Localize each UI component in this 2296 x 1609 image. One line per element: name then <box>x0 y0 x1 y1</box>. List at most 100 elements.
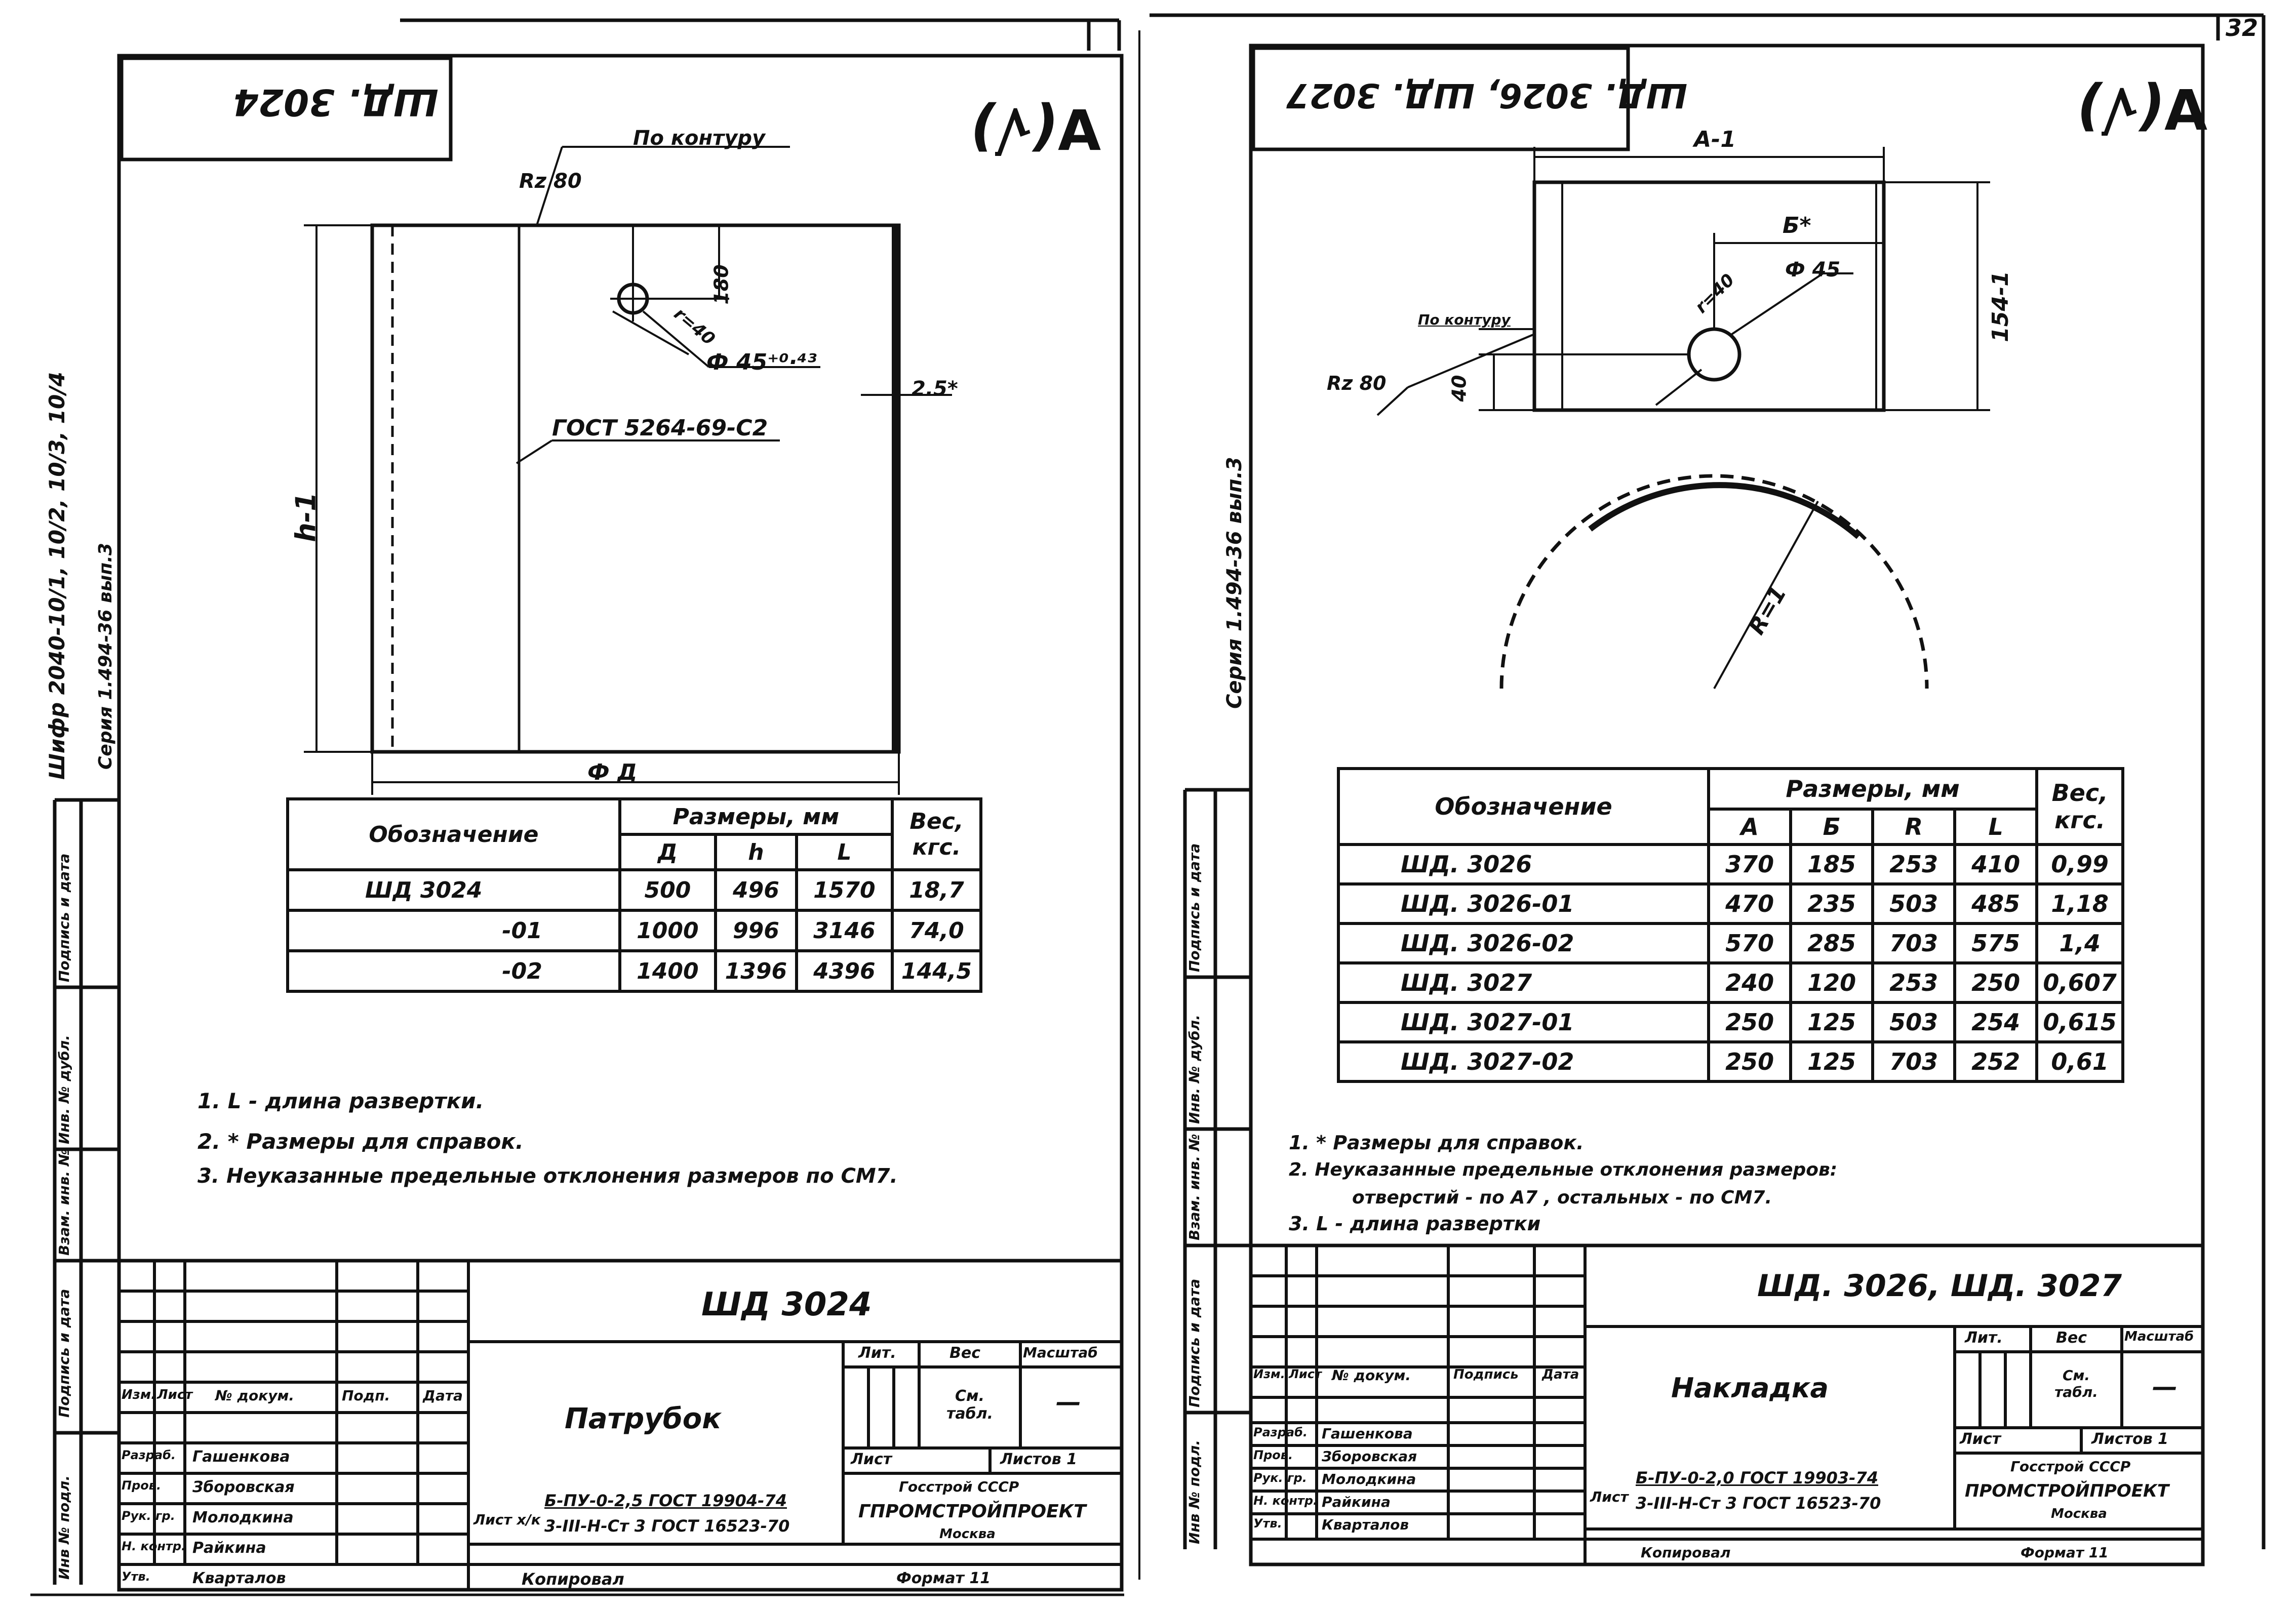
left-tb-format: Формат 11 <box>896 1570 991 1587</box>
right-side-label-4: Инв. № дубл. <box>1186 1015 1203 1124</box>
right-note-3: 3. L - длина развертки <box>1289 1213 1541 1235</box>
right-roughness-note: Rz 80 <box>1327 372 1387 394</box>
left-title-block-grid <box>119 1261 1122 1590</box>
left-side-label-1: Инв № подл. <box>56 1475 72 1580</box>
right-tb-scale-value: — <box>2152 1372 2178 1401</box>
left-th-dims: Размеры, мм <box>618 797 894 836</box>
left-th-weight: Вес, кгс. <box>890 797 983 871</box>
right-tb-org-2: ПРОМСТРОЙПРОЕКТ <box>1965 1481 2169 1501</box>
table-row: ШД 3024 500 496 1570 18,7 <box>286 868 983 912</box>
left-side-label-5: Подпись и дата <box>56 853 72 982</box>
left-tb-scale-label: Масштаб <box>1023 1344 1098 1361</box>
left-tb-lit: Лит. <box>858 1344 896 1362</box>
left-side-label-2: Подпись и дата <box>56 1289 72 1418</box>
left-corner-stamp: ШД. 3024 <box>233 81 439 124</box>
right-tb-person-2: Зборовская <box>1322 1448 1417 1465</box>
right-tb-lit: Лит. <box>1965 1329 2003 1347</box>
right-side-label-5: Подпись и дата <box>1186 843 1203 972</box>
left-tb-role-1: Разраб. <box>122 1448 176 1462</box>
right-tb-material-prefix: Лист <box>1590 1489 1629 1505</box>
right-tb-col-doc: № докум. <box>1332 1367 1411 1384</box>
right-title-block-grid <box>1251 1245 2203 1564</box>
left-tb-org-2: ГПРОМСТРОЙПРОЕКТ <box>858 1501 1086 1522</box>
right-tb-material-top: Б-ПУ-0-2,0 ГОСТ 19903-74 <box>1636 1468 1878 1487</box>
left-tb-col-sign: Подп. <box>342 1387 390 1404</box>
left-tb-col-date: Дата <box>423 1387 463 1404</box>
left-tb-person-2: Зборовская <box>192 1478 295 1496</box>
left-tb-copied: Копировал <box>522 1570 624 1589</box>
right-tb-role-4: Н. контр. <box>1253 1494 1318 1508</box>
table-row: ШД. 3026-01 470 235 503 485 1,18 <box>1336 882 2124 925</box>
right-tb-name: Накладка <box>1671 1372 1829 1404</box>
right-th-b: Б <box>1789 808 1875 846</box>
right-tb-sheet: Лист <box>1960 1430 2001 1448</box>
right-dim-hole: Ф 45 <box>1785 258 1841 281</box>
right-tb-role-3: Рук. гр. <box>1253 1471 1307 1485</box>
right-tb-copied: Копировал <box>1641 1544 1731 1561</box>
left-tb-weight-value: См. табл. <box>946 1387 993 1423</box>
right-tb-sheets: Листов 1 <box>2091 1430 2169 1448</box>
left-tb-role-2: Пров. <box>122 1478 162 1493</box>
left-th-l: L <box>795 833 894 871</box>
left-tb-col-doc: № докум. <box>215 1387 295 1404</box>
right-corner-stamp: ШД. 3026, ШД. 3027 <box>1286 76 1688 115</box>
left-weld-note: ГОСТ 5264-69-С2 <box>552 415 768 441</box>
right-tb-weight-label: Вес <box>2056 1329 2087 1347</box>
left-side-label-3: Взам. инв. № <box>56 1149 72 1256</box>
table-row: ШД. 3026 370 185 253 410 0,99 <box>1336 843 2124 886</box>
left-note-1: 1. L - длина развертки. <box>197 1089 484 1113</box>
right-note-1: 1. * Размеры для справок. <box>1289 1132 1584 1154</box>
left-hole-offset-dim: 180 <box>710 264 733 305</box>
right-tb-col-sign: Подпись <box>1453 1367 1519 1382</box>
left-tb-org-3: Москва <box>939 1526 996 1542</box>
right-tb-material-bottom: 3-III-Н-Ст 3 ГОСТ 16523-70 <box>1636 1494 1881 1513</box>
left-tb-name: Патрубок <box>565 1402 722 1435</box>
right-th-a: А <box>1707 808 1793 846</box>
right-dim-offset: 40 <box>1448 375 1471 402</box>
left-th-d: Д <box>618 833 717 871</box>
left-vertical-code: Шифр 2040-10/1, 10/2, 10/3, 10/4 <box>45 372 69 780</box>
table-row: -02 1400 1396 4396 144,5 <box>286 949 983 993</box>
right-contour-note: По контуру <box>1418 311 1511 328</box>
right-tb-person-4: Райкина <box>1322 1494 1391 1510</box>
left-tb-sheets: Листов 1 <box>1000 1451 1078 1468</box>
right-spec-table: Обозначение Размеры, мм Вес, кгс. А Б R … <box>1336 767 2124 1083</box>
table-row: ШД. 3027-01 250 125 503 254 0,615 <box>1336 1001 2124 1043</box>
right-side-label-3: Взам. инв. № <box>1186 1134 1203 1240</box>
right-side-label-1: Инв № подл. <box>1186 1439 1203 1544</box>
left-note-2: 2. * Размеры для справок. <box>197 1129 524 1154</box>
right-vertical-series: Серия 1.494-36 вып.3 <box>1223 457 1246 709</box>
left-thickness-dim: 2.5* <box>912 377 958 400</box>
left-hole-diameter-dim: Ф 45⁺⁰·⁴³ <box>706 349 817 375</box>
right-tb-col-izm: Изм. <box>1253 1367 1285 1381</box>
left-tb-weight-label: Вес <box>949 1344 980 1362</box>
left-th-designation: Обозначение <box>286 797 621 871</box>
left-side-label-4: Инв. № дубл. <box>56 1035 72 1144</box>
right-dim-a: А-1 <box>1694 127 1736 152</box>
right-th-weight: Вес, кгс. <box>2035 767 2124 846</box>
left-tb-role-5: Утв. <box>122 1570 150 1584</box>
left-spec-table: Обозначение Размеры, мм Вес, кгс. Д h L … <box>286 797 983 993</box>
left-height-dim: h-1 <box>290 492 322 542</box>
right-tb-format: Формат 11 <box>2021 1544 2109 1561</box>
left-th-h: h <box>714 833 798 871</box>
right-tb-scale-label: Масштаб <box>2124 1329 2194 1344</box>
left-roughness-symbol: ∀(√) <box>970 96 1101 161</box>
right-tb-role-2: Пров. <box>1253 1448 1293 1462</box>
right-title-block: ШД. 3026, ШД. 3027 Накладка Изм. Лист № … <box>1251 1245 2203 1564</box>
left-tb-person-3: Молодкина <box>192 1509 294 1526</box>
right-tb-person-3: Молодкина <box>1322 1471 1416 1487</box>
right-tb-person-1: Гашенкова <box>1322 1425 1413 1442</box>
left-vertical-series: Серия 1.494-36 вып.3 <box>95 543 116 770</box>
right-th-designation: Обозначение <box>1336 767 1711 846</box>
right-dim-height: 154-1 <box>1987 271 2013 342</box>
left-tb-scale-value: — <box>1056 1387 1081 1417</box>
table-row: -01 1000 996 3146 74,0 <box>286 909 983 952</box>
table-row: ШД. 3027-02 250 125 703 252 0,61 <box>1336 1040 2124 1083</box>
right-tb-col-date: Дата <box>1542 1367 1579 1382</box>
left-roughness-note: Rz 80 <box>519 170 582 193</box>
table-row: ШД. 3027 240 120 253 250 0,607 <box>1336 961 2124 1004</box>
right-tb-org-3: Москва <box>2051 1506 2107 1521</box>
right-th-r: R <box>1871 808 1957 846</box>
right-dim-b: Б* <box>1783 213 1811 238</box>
